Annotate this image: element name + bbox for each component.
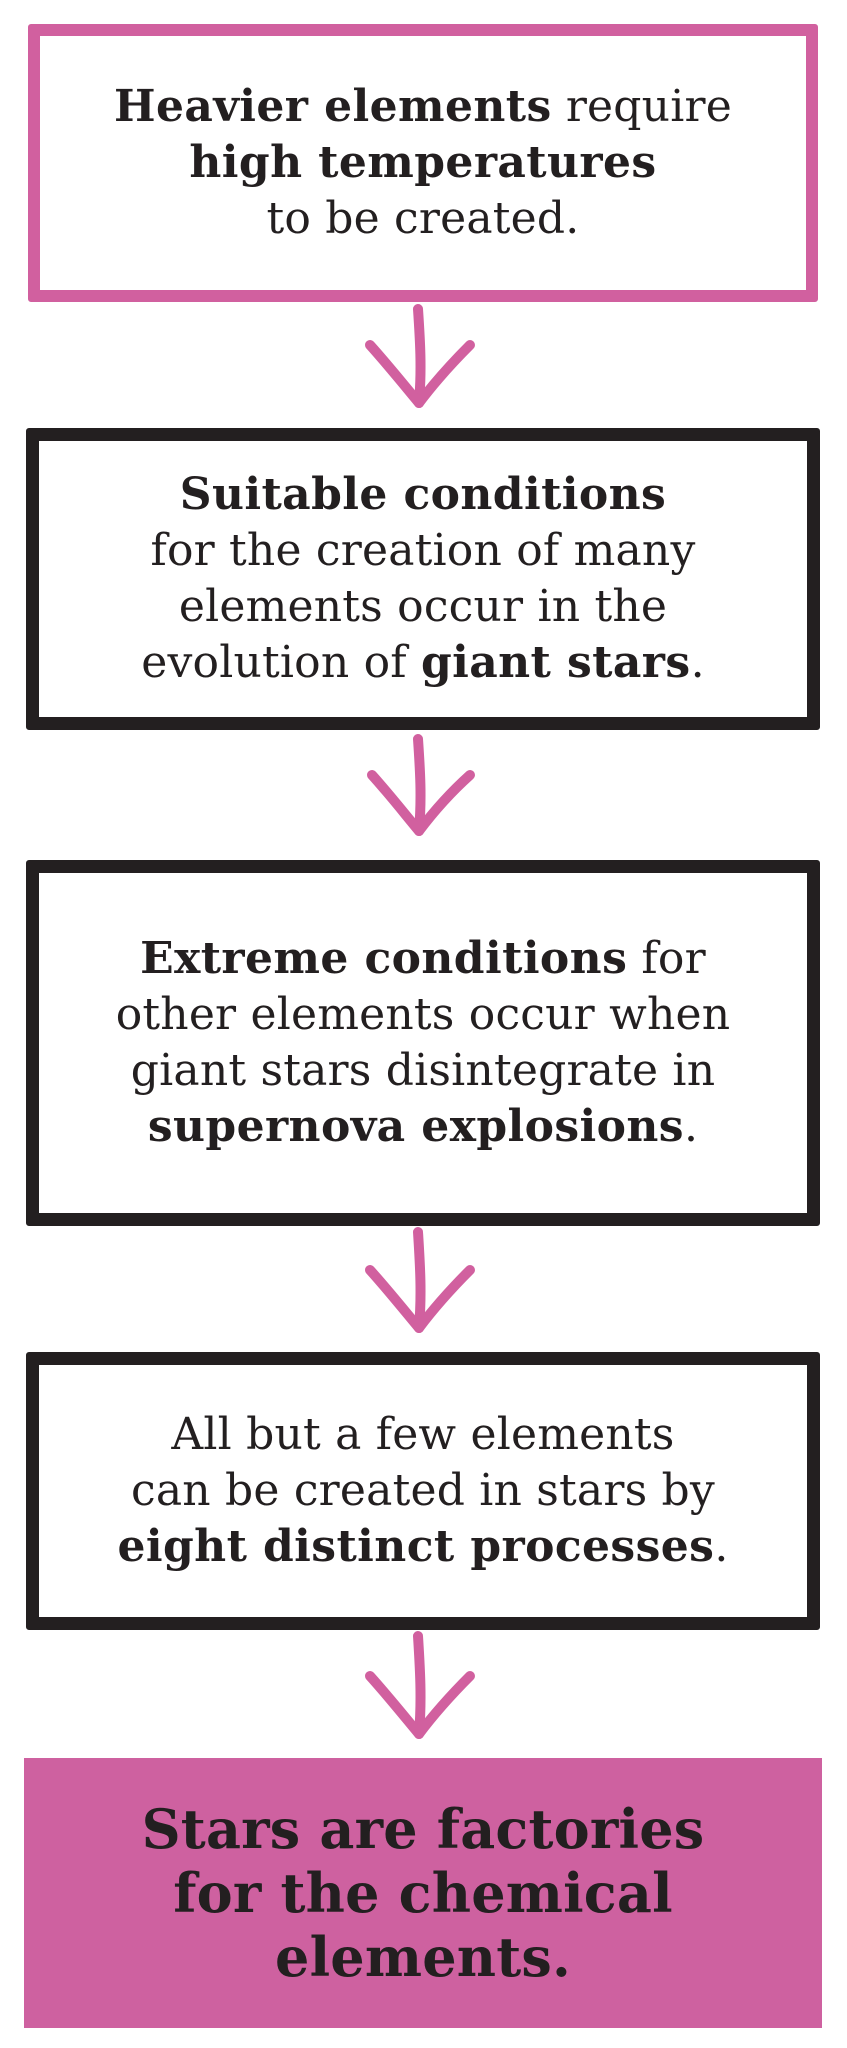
emphasis-text: giant stars [420,637,691,688]
body-text: can be created in stars by [131,1465,715,1516]
step-text-line: evolution of giant stars. [141,635,705,691]
body-text: . [690,637,705,688]
body-text: for [627,933,706,984]
arrow-down-icon [365,1631,475,1739]
step-text-line: supernova explosions. [148,1099,698,1155]
step-text-line: elements occur in the [179,579,667,635]
step-text-line: Extreme conditions for [140,931,706,987]
body-text: giant stars disintegrate in [130,1045,716,1096]
body-text: for the creation of many [150,525,696,576]
step-text-line: eight distinct processes. [118,1519,729,1575]
body-text: to be created. [266,193,580,244]
emphasis-text: Suitable conditions [179,469,667,520]
arrow-down-icon [365,1227,475,1333]
step-text-line: Suitable conditions [180,467,666,523]
body-text: require [551,81,732,132]
step-text-line: All but a few elements [171,1407,674,1463]
step-text-line: for the creation of many [150,523,695,579]
step-text-line: other elements occur when [116,987,731,1043]
body-text: . [683,1101,699,1152]
conclusion-line: Stars are factories [141,1797,705,1861]
emphasis-text: supernova explosions [147,1101,684,1152]
step-text-line: to be created. [267,191,580,247]
conclusion-box: Stars are factories for the chemical ele… [24,1758,822,2028]
body-text: other elements occur when [115,989,731,1040]
step-text-line: giant stars disintegrate in [131,1043,715,1099]
emphasis-text: high temperatures [189,137,657,188]
step-text-line: can be created in stars by [131,1463,715,1519]
body-text: elements occur in the [178,581,668,632]
body-text: . [714,1521,729,1572]
conclusion-line: for the chemical [173,1861,673,1925]
arrow-down-icon [365,304,475,408]
emphasis-text: eight distinct processes [117,1521,715,1572]
body-text: evolution of [141,637,421,688]
step-text-line: high temperatures [189,135,656,191]
conclusion-line: elements. [275,1925,571,1989]
emphasis-text: Heavier elements [114,81,552,132]
step-text-line: Heavier elements require [114,79,732,135]
body-text: All but a few elements [171,1409,675,1460]
emphasis-text: Extreme conditions [140,933,628,984]
arrow-down-icon [367,734,475,836]
